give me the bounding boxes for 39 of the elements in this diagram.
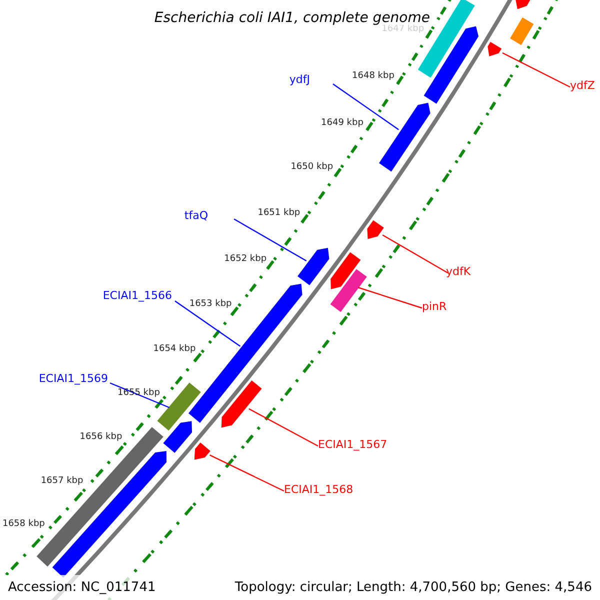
gene-block: [424, 26, 479, 104]
leader-line: [358, 286, 422, 309]
gene-label: ECIAI1_1569: [38, 373, 108, 384]
scale-label: 1658 kbp: [2, 520, 45, 529]
leader-line: [110, 382, 170, 408]
scale-label: 1648 kbp: [352, 72, 394, 81]
leader-line: [174, 300, 241, 347]
gene-block: [367, 220, 384, 240]
leader-line: [502, 52, 570, 88]
gene-label: ECIAI1_1567: [318, 439, 388, 450]
gene-label: ECIAI1_1568: [284, 484, 354, 495]
scale-label: 1654 kbp: [153, 345, 196, 354]
gene-label: pinR: [422, 301, 447, 312]
scale-label: 1652 kbp: [224, 254, 267, 264]
gene-block: [298, 248, 330, 286]
leader-line: [234, 218, 307, 262]
gene-block: [194, 442, 210, 460]
gene-label: ydfZ: [570, 80, 595, 91]
gene-block: [330, 252, 361, 290]
leader-line: [248, 408, 318, 447]
scale-label: 1653 kbp: [189, 300, 232, 309]
gene-label: ydfK: [446, 266, 471, 277]
gene-block: [379, 102, 430, 172]
leader-line: [332, 84, 399, 130]
leader-line: [210, 454, 284, 492]
leader-line: [382, 234, 448, 274]
scale-label: 1651 kbp: [258, 209, 300, 218]
gene-label: tfaQ: [184, 210, 208, 221]
chart-title: Escherichia coli IAI1, complete genome: [152, 11, 432, 25]
scale-label: 1657 kbp: [40, 477, 84, 486]
scale-label: 1649 kbp: [321, 118, 364, 128]
gene-block: [510, 17, 534, 46]
gene-block: [330, 269, 367, 312]
gene-label: ydfJ: [289, 74, 310, 85]
scale-label: 1650 kbp: [290, 163, 334, 172]
gene-label: ECIAI1_1566: [102, 290, 172, 301]
gene-block: [488, 42, 502, 56]
gene-block: [221, 380, 262, 428]
scale-label: 1656 kbp: [80, 433, 122, 442]
